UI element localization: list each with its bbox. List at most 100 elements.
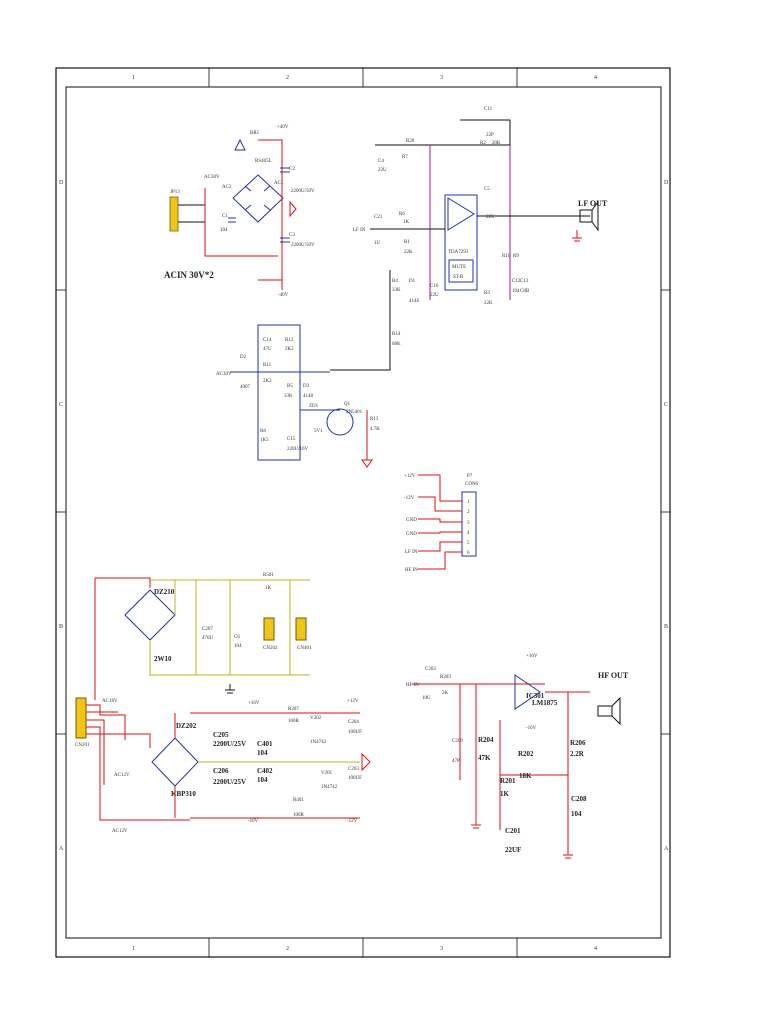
c14-value: 47U bbox=[263, 347, 272, 352]
v201-value: 1N4742 bbox=[321, 785, 338, 790]
minus16-label: -16V bbox=[248, 819, 259, 824]
c4-label: C4 bbox=[378, 159, 384, 164]
d2-value: 4007 bbox=[240, 385, 251, 390]
c207-label: C207 bbox=[202, 627, 213, 632]
ac-feed-wire bbox=[204, 188, 278, 257]
r207-label: R207 bbox=[288, 707, 299, 712]
pin-4: 4 bbox=[467, 531, 470, 536]
c205-label: C205 bbox=[213, 731, 229, 739]
dz210-rails bbox=[149, 579, 310, 676]
q1-label: Q1 bbox=[344, 402, 351, 407]
c208-value: 104 bbox=[571, 810, 582, 818]
c15-value: 220U/16V bbox=[287, 447, 309, 452]
2w10-label: 2W10 bbox=[154, 655, 172, 663]
mute-circuit-wires bbox=[230, 324, 340, 461]
d3-value: 4148 bbox=[303, 394, 314, 399]
pin-plus12: +12V bbox=[404, 474, 416, 479]
d2-label: D2 bbox=[240, 355, 247, 360]
c21-value: 1U bbox=[374, 241, 381, 246]
r14-label: R14 bbox=[392, 332, 401, 337]
c206-value: 2200U/25V bbox=[213, 778, 246, 786]
ac12v-label-a: AC12V bbox=[114, 773, 130, 778]
c4-value: 22U bbox=[378, 168, 387, 173]
r501-label: R501 bbox=[263, 573, 274, 578]
r11-value: 2K2 bbox=[263, 379, 272, 384]
r201-label: R201 bbox=[500, 777, 516, 785]
r204-label: R204 bbox=[478, 736, 494, 744]
io-wires bbox=[370, 215, 590, 230]
dz202-bridge bbox=[151, 737, 199, 787]
r12-value: 2K2 bbox=[285, 347, 294, 352]
minus40-label: -40V bbox=[278, 293, 289, 298]
q1-part: 2N5401 bbox=[346, 410, 363, 415]
cn202-label: CN202 bbox=[263, 646, 278, 651]
q1-transistor bbox=[326, 408, 354, 436]
c6-label: C6 bbox=[234, 635, 240, 640]
c21-label: C21 bbox=[374, 215, 383, 220]
mute-label: MUTE bbox=[452, 265, 466, 270]
con6-label: CON6 bbox=[465, 482, 479, 487]
lm1875-opamp bbox=[514, 674, 541, 710]
c3-value: 2200U/50V bbox=[291, 243, 315, 248]
con6-wires bbox=[418, 474, 462, 570]
c1-value: 104 bbox=[220, 228, 228, 233]
c201-value: 22UF bbox=[505, 846, 521, 854]
pin-hf-in: HF IN bbox=[405, 568, 418, 573]
d1-value: 4148 bbox=[409, 299, 420, 304]
c13-value: C8B bbox=[520, 289, 530, 294]
col-label-2-bottom: 2 bbox=[286, 946, 289, 952]
mute-block bbox=[448, 259, 474, 283]
c5-value: 22U bbox=[486, 215, 495, 220]
v202-label: V202 bbox=[310, 716, 322, 721]
acin-ac30v-2: AC30V bbox=[216, 372, 232, 377]
ac1-label: AC1 bbox=[274, 181, 284, 186]
br1-label: BR1 bbox=[250, 131, 260, 136]
row-label-a-right: A bbox=[664, 846, 669, 852]
c401-label: C401 bbox=[257, 740, 273, 748]
col-label-1: 1 bbox=[132, 75, 135, 81]
r207-value: 100R bbox=[288, 719, 300, 724]
jp13-connector bbox=[169, 196, 179, 232]
lf-ground bbox=[572, 230, 582, 242]
c202-label: C202 bbox=[425, 667, 436, 672]
r1-label: R1 bbox=[404, 240, 410, 245]
signal-wires bbox=[429, 145, 511, 300]
row-label-c: C bbox=[59, 402, 63, 408]
col-label-3-bottom: 3 bbox=[440, 946, 443, 952]
cn202-connector bbox=[263, 617, 275, 641]
minus16-label-b: -16V bbox=[526, 726, 537, 731]
row-label-d-right: D bbox=[664, 180, 669, 186]
cn201-connector bbox=[75, 697, 87, 739]
pin-3: 3 bbox=[467, 521, 470, 526]
input-connector: P7 CON6 +12V -12V GND GND LF IN HF IN 1 … bbox=[404, 474, 479, 573]
minus12-label-b: -12V bbox=[347, 819, 358, 824]
hf-ground-2 bbox=[563, 854, 573, 859]
dz210-label: DZ210 bbox=[154, 588, 175, 596]
cn401-label: CN401 bbox=[297, 646, 312, 651]
rail-wires bbox=[258, 139, 283, 290]
lf-in-label: LF IN bbox=[353, 228, 366, 233]
hf-amplifier: HF IN C202 10U R203 2K IC301 LM1875 +16V… bbox=[406, 654, 629, 859]
lower-ac-wires bbox=[86, 704, 190, 821]
r6-value: 1K bbox=[403, 220, 410, 225]
c15-label: C15 bbox=[287, 437, 296, 442]
tda7293-label: TDA7293 bbox=[448, 250, 469, 255]
row-label-b-right: B bbox=[664, 624, 668, 630]
ac12v-label-b: AC12V bbox=[112, 829, 128, 834]
r401-label: R401 bbox=[293, 798, 304, 803]
pin-minus12: -12V bbox=[404, 496, 415, 501]
r20-label: R20 bbox=[406, 139, 415, 144]
r202-label: R202 bbox=[518, 750, 534, 758]
c203-label: C203 bbox=[348, 767, 359, 772]
c1-label: C1 bbox=[222, 214, 228, 219]
r6-label: R6 bbox=[399, 212, 405, 217]
grid-dividers bbox=[56, 68, 670, 957]
c204-value: 100UF bbox=[348, 730, 362, 735]
pin-6: 6 bbox=[467, 551, 470, 556]
r5-value: 33K bbox=[284, 394, 293, 399]
r5-label: R5 bbox=[287, 384, 293, 389]
lf-amplifier: C11 22P R20 R7 R2 20K C4 22U TDA7293 MUT… bbox=[330, 107, 608, 371]
st-b-label: ST-B bbox=[453, 275, 464, 280]
r12-label: R12 bbox=[285, 338, 294, 343]
cn401-connector bbox=[295, 617, 307, 641]
